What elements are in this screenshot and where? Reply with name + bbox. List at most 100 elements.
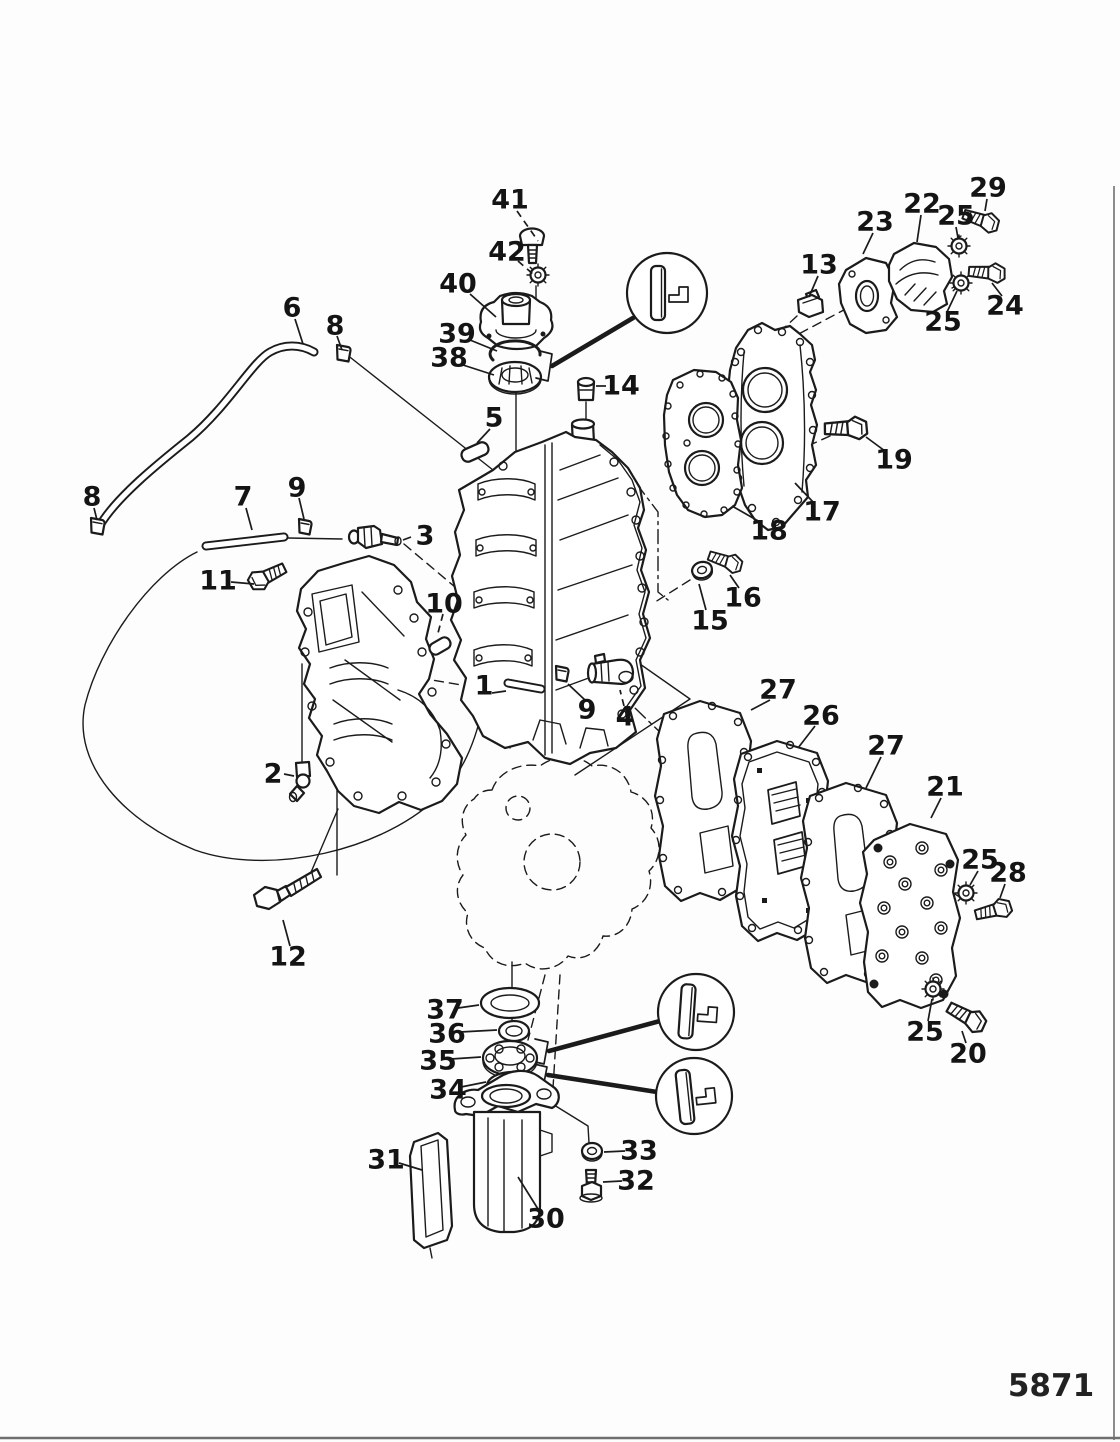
clamp-8-left xyxy=(89,516,106,536)
callout-25: 25 xyxy=(937,201,975,232)
cylinder-head-17 xyxy=(724,321,819,532)
callout-leader-5 xyxy=(476,428,491,444)
callout-3: 3 xyxy=(416,521,435,552)
hoses-and-fittings xyxy=(89,341,635,803)
callout-leader-30 xyxy=(517,1176,539,1210)
callout-27: 27 xyxy=(759,675,797,706)
washer-25-a xyxy=(946,233,972,259)
clamp-9-mid xyxy=(554,664,570,683)
detail-balloon-35 xyxy=(530,972,736,1065)
thermostat-gasket-23 xyxy=(837,256,899,335)
callout-39: 39 xyxy=(438,319,476,350)
callout-leader-35 xyxy=(450,1056,482,1060)
callout-15: 15 xyxy=(691,606,729,637)
clamp-8-top xyxy=(335,343,352,363)
callout-leader-21 xyxy=(930,797,942,819)
bolt-32 xyxy=(579,1168,603,1203)
callout-leader-41 xyxy=(516,210,539,242)
callout-9: 9 xyxy=(578,695,597,726)
detail-balloon-top xyxy=(535,251,709,382)
callout-25: 25 xyxy=(961,845,999,876)
callout-42: 42 xyxy=(488,237,526,268)
callout-17: 17 xyxy=(803,497,841,528)
callout-leader-16 xyxy=(729,574,740,589)
callout-6: 6 xyxy=(283,293,302,324)
callout-leader-33 xyxy=(603,1150,626,1153)
fitting-2 xyxy=(288,760,312,803)
bolt-12 xyxy=(252,867,323,911)
callout-26: 26 xyxy=(802,701,840,732)
callout-leader-12 xyxy=(282,919,291,947)
callout-leader-13 xyxy=(808,275,819,298)
fitting-13 xyxy=(796,288,825,319)
figure-number: 5871 xyxy=(1008,1368,1094,1404)
callout-leader-20 xyxy=(961,1030,967,1044)
callout-leader-36 xyxy=(459,1029,498,1033)
callout-leader-15 xyxy=(698,583,707,611)
callout-leader-6 xyxy=(294,318,304,345)
nut-33 xyxy=(580,1141,604,1163)
callout-leader-28 xyxy=(999,883,1006,899)
bearing-38 xyxy=(487,360,543,395)
washer-25-c xyxy=(953,880,979,906)
head-axis-dashdot xyxy=(635,482,669,601)
callout-leader-31 xyxy=(398,1162,423,1171)
callout-28: 28 xyxy=(989,858,1027,889)
callout-20: 20 xyxy=(949,1039,987,1070)
callout-35: 35 xyxy=(419,1046,457,1077)
plug-14 xyxy=(576,376,596,402)
callout-leader-40 xyxy=(469,293,497,318)
callout-leader-25 xyxy=(955,226,959,239)
callout-leader-3 xyxy=(402,536,412,541)
crankcase-cover xyxy=(295,554,464,815)
callout-31: 31 xyxy=(367,1145,405,1176)
callout-23: 23 xyxy=(856,207,894,238)
oring-37 xyxy=(479,986,541,1020)
callout-2: 2 xyxy=(264,759,283,790)
callout-40: 40 xyxy=(439,269,477,300)
snap-ring-39 xyxy=(488,339,542,362)
clamp-9-left xyxy=(297,517,313,536)
fitting-3 xyxy=(347,524,402,550)
callout-leader-9 xyxy=(567,683,586,701)
callout-9: 9 xyxy=(288,473,307,504)
callout-leader-1 xyxy=(491,690,507,694)
callout-leader-9 xyxy=(298,497,305,520)
callout-1: 1 xyxy=(475,671,494,702)
callout-leader-25 xyxy=(946,290,958,313)
callout-4: 4 xyxy=(616,702,635,733)
callout-leader-10 xyxy=(437,613,444,634)
callout-8: 8 xyxy=(83,482,102,513)
thermostat-cover-22 xyxy=(887,241,954,314)
callout-leader-25 xyxy=(927,998,933,1022)
callout-38: 38 xyxy=(430,343,468,374)
callout-32: 32 xyxy=(617,1166,655,1197)
callout-25: 25 xyxy=(906,1017,944,1048)
callout-16: 16 xyxy=(724,583,762,614)
callout-8: 8 xyxy=(326,311,345,342)
callout-leader-2 xyxy=(283,773,295,777)
callout-10: 10 xyxy=(425,589,463,620)
callout-19: 19 xyxy=(875,445,913,476)
callout-24: 24 xyxy=(986,291,1024,322)
callout-30: 30 xyxy=(527,1204,565,1235)
dowel-pin-10 xyxy=(428,636,452,656)
callout-leader-22 xyxy=(916,214,922,243)
callout-leader-42 xyxy=(517,260,535,276)
callout-leader-34 xyxy=(460,1081,487,1088)
fitting-4-elbow xyxy=(586,652,635,686)
callout-25: 25 xyxy=(924,307,962,338)
callout-leader-19 xyxy=(865,436,886,452)
callout-5: 5 xyxy=(485,403,504,434)
callout-leader-17 xyxy=(794,482,815,504)
dowel-pin-5 xyxy=(460,441,490,463)
bracket-38-39 xyxy=(535,350,553,382)
callout-leader-11 xyxy=(230,581,255,585)
detail-balloon-34 xyxy=(529,1056,734,1136)
callout-leader-27 xyxy=(865,756,882,789)
callout-36: 36 xyxy=(428,1019,466,1050)
head-gasket-18 xyxy=(662,368,744,519)
